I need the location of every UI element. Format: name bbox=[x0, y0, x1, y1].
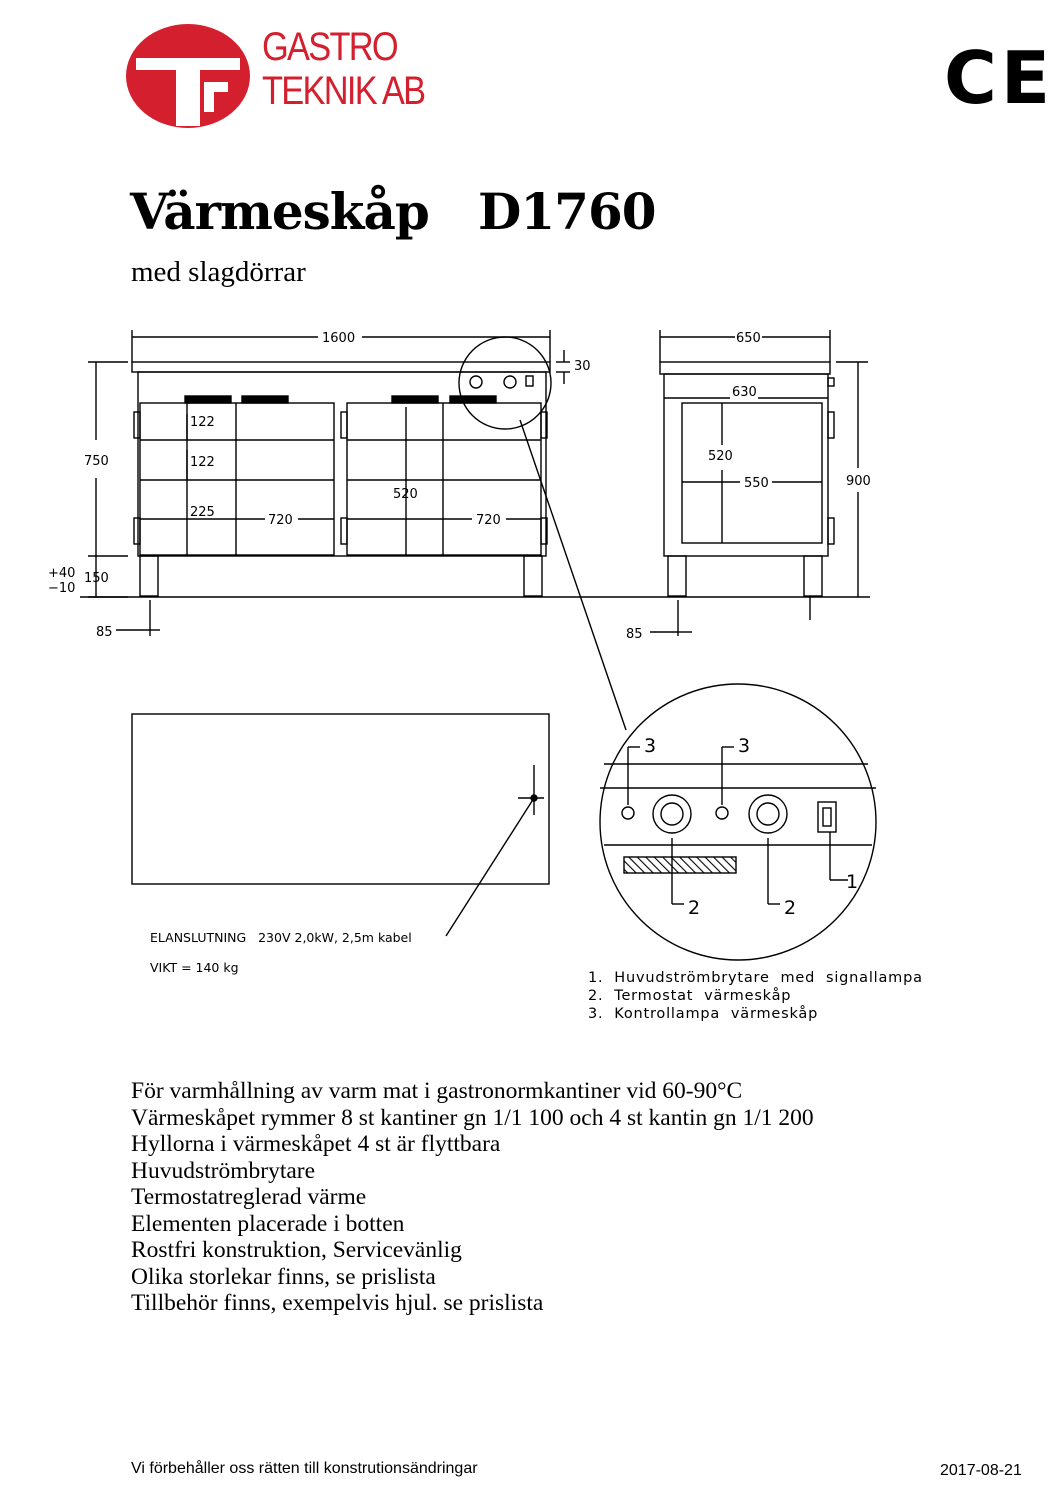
dim-inner-width-right: 720 bbox=[476, 513, 501, 528]
legend-item-1: 1. Huvudströmbrytare med signallampa bbox=[588, 970, 923, 986]
dim-front-width: 1600 bbox=[322, 331, 355, 346]
brand-name-line1: GASTRO bbox=[262, 25, 399, 69]
feature-item-6: Elementen placerade i botten bbox=[131, 1210, 405, 1237]
dim-shelf-1: 122 bbox=[190, 415, 215, 430]
product-title: Värmeskåp D1760 bbox=[130, 182, 657, 241]
spec-weight: VIKT = 140 kg bbox=[150, 960, 239, 975]
callout-2b: 2 bbox=[784, 897, 796, 919]
feature-item-7: Rostfri konstruktion, Servicevänlig bbox=[131, 1237, 462, 1263]
callout-3b: 3 bbox=[738, 735, 750, 757]
spec-electrical: ELANSLUTNING 230V 2,0kW, 2,5m kabel bbox=[150, 930, 412, 945]
legend-item-2: 2. Termostat värmeskåp bbox=[588, 988, 792, 1004]
dim-side-depth: 650 bbox=[736, 331, 761, 346]
dim-total-height-side: 900 bbox=[846, 474, 871, 489]
dim-side-inner-depth: 630 bbox=[732, 385, 757, 400]
dim-shelf-3: 225 bbox=[190, 505, 215, 520]
feature-item-2: Värmeskåpet rymmer 8 st kantiner gn 1/1 … bbox=[131, 1104, 814, 1131]
callout-3a: 3 bbox=[644, 735, 656, 757]
dim-side-inner-height: 520 bbox=[708, 449, 733, 464]
legend-item-3: 3. Kontrollampa värmeskåp bbox=[588, 1006, 819, 1022]
dim-leg-height: 150 bbox=[84, 571, 109, 586]
technical-drawing: 1600 30 750 122 122 225 720 720 520 +40 … bbox=[48, 330, 877, 961]
feature-item-8: Olika storlekar finns, se prislista bbox=[131, 1263, 436, 1290]
dim-inner-height: 520 bbox=[393, 487, 418, 502]
feature-item-4: Huvudströmbrytare bbox=[131, 1157, 316, 1184]
dim-leg-offset-front: 85 bbox=[96, 625, 113, 640]
feature-item-1: För varmhållning av varm mat i gastronor… bbox=[131, 1078, 743, 1104]
dim-leg-minus: −10 bbox=[48, 581, 75, 596]
dim-leg-offset-side: 85 bbox=[626, 627, 643, 642]
feature-item-9: Tillbehör finns, exempelvis hjul. se pri… bbox=[131, 1290, 544, 1316]
company-logo-icon bbox=[126, 24, 250, 128]
dim-leg-plus: +40 bbox=[48, 566, 75, 581]
dim-top-thickness: 30 bbox=[574, 359, 591, 374]
feature-list: För varmhållning av varm mat i gastronor… bbox=[131, 1078, 814, 1317]
ce-mark: CE bbox=[944, 36, 1055, 120]
product-subtitle: med slagdörrar bbox=[131, 256, 306, 288]
dim-inner-width-left: 720 bbox=[268, 513, 293, 528]
footer-date: 2017-08-21 bbox=[940, 1462, 1022, 1479]
callout-2a: 2 bbox=[688, 897, 700, 919]
dim-total-height-front: 750 bbox=[84, 454, 109, 469]
dim-side-inner-width: 550 bbox=[744, 476, 769, 491]
feature-item-3: Hyllorna i värmeskåpet 4 st är flyttbara bbox=[131, 1131, 501, 1157]
callout-1: 1 bbox=[846, 871, 858, 893]
feature-item-5: Termostatreglerad värme bbox=[131, 1184, 367, 1210]
legend-list: 1. Huvudströmbrytare med signallampa 2. … bbox=[588, 969, 923, 1023]
footer-disclaimer: Vi förbehåller oss rätten till konstruti… bbox=[131, 1460, 478, 1477]
brand-name-line2: TEKNIK AB bbox=[262, 69, 426, 113]
dim-shelf-2: 122 bbox=[190, 455, 215, 470]
